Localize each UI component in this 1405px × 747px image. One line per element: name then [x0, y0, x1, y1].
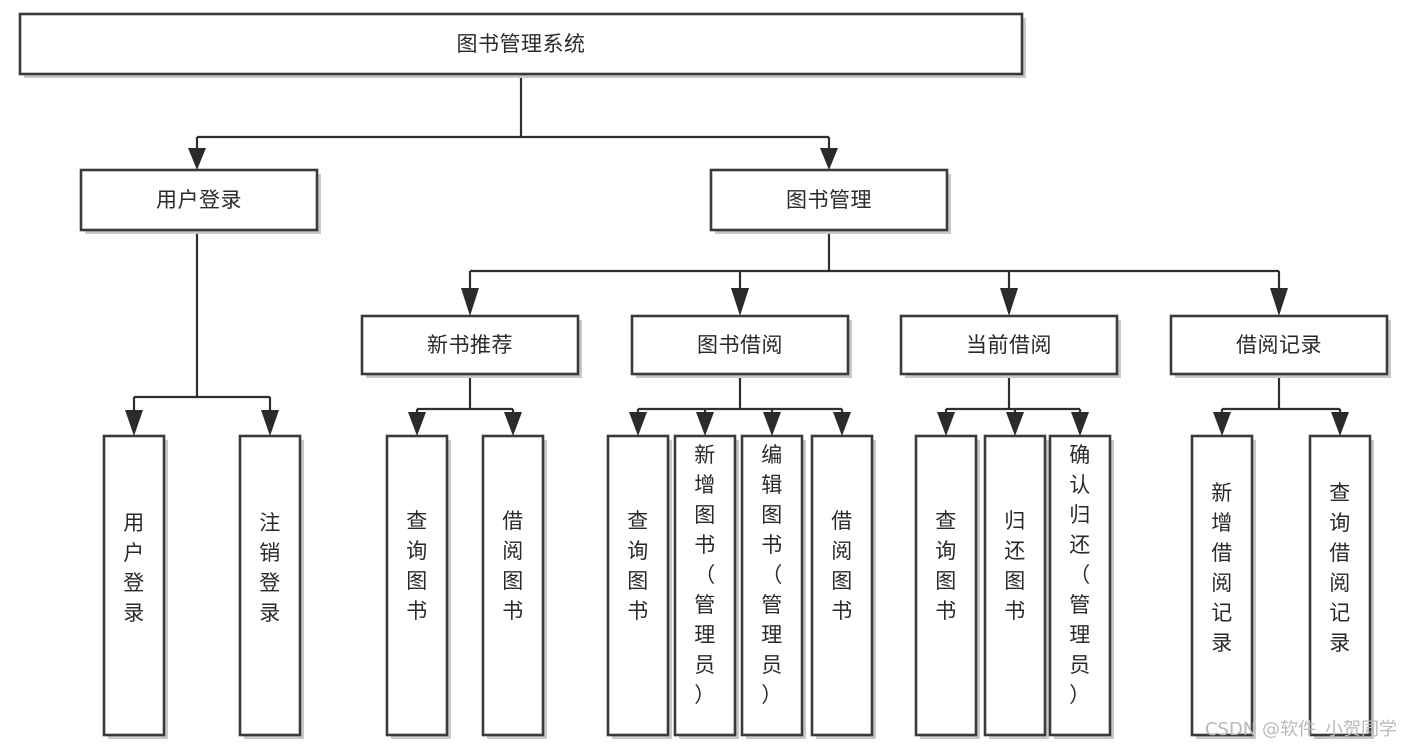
node-leaf-add-record[interactable]: 新增借阅记录	[1190, 434, 1256, 739]
leaf-query-book-3-box	[914, 434, 978, 737]
arrow-to-leaf-return-book	[1006, 412, 1024, 436]
arrow-to-book-borrow	[731, 288, 749, 316]
leaf-add-record-box	[1190, 434, 1254, 737]
leaf-query-record-label: 查询借阅记录	[1329, 481, 1351, 655]
current-borrow-box	[899, 314, 1119, 376]
node-leaf-add-book[interactable]: 新增图书（管理员）	[673, 434, 739, 739]
edge-layer	[125, 76, 1349, 436]
arrow-to-leaf-borrow-book-1	[504, 412, 522, 436]
root-label: 图书管理系统	[457, 32, 586, 56]
arrow-to-book-manage	[820, 148, 838, 170]
leaf-return-book-box	[983, 434, 1047, 737]
leaf-add-book-label: 新增图书（管理员）	[694, 443, 716, 707]
book-manage-label: 图书管理	[786, 188, 872, 212]
leaf-query-book-1-label: 查询图书	[406, 509, 428, 623]
book-borrow-box	[630, 314, 850, 376]
user-login-box	[79, 168, 319, 232]
node-leaf-borrow-book-1[interactable]: 借阅图书	[481, 434, 547, 739]
arrow-to-leaf-query-book-1	[408, 412, 426, 436]
leaf-borrow-book-1-label: 借阅图书	[502, 509, 524, 623]
arrow-to-leaf-edit-book	[763, 412, 781, 436]
node-root[interactable]: 图书管理系统	[18, 12, 1026, 78]
arrow-to-current-borrow	[1000, 288, 1018, 316]
leaf-borrow-book-1-box	[481, 434, 545, 737]
leaf-confirm-return-label: 确认归还（管理员）	[1069, 443, 1091, 707]
node-book-borrow[interactable]: 图书借阅	[630, 314, 852, 378]
arrow-to-leaf-query-record	[1331, 412, 1349, 436]
leaf-confirm-return-box	[1048, 434, 1112, 737]
leaf-logout-box	[238, 434, 302, 737]
new-book-rec-label: 新书推荐	[427, 333, 513, 357]
node-leaf-return-book[interactable]: 归还图书	[983, 434, 1049, 739]
node-leaf-query-book-1[interactable]: 查询图书	[385, 434, 451, 739]
book-borrow-label: 图书借阅	[697, 333, 783, 357]
arrow-to-user-login	[188, 148, 206, 170]
node-leaf-confirm-return[interactable]: 确认归还（管理员）	[1048, 434, 1114, 739]
leaf-user-login-box	[102, 434, 166, 737]
leaf-borrow-book-2-label: 借阅图书	[831, 509, 853, 623]
arrow-to-leaf-borrow-book-2	[833, 412, 851, 436]
borrow-record-box	[1169, 314, 1389, 376]
arrow-to-new-book-rec	[461, 288, 479, 316]
node-current-borrow[interactable]: 当前借阅	[899, 314, 1121, 378]
leaf-user-login-label: 用户登录	[123, 511, 145, 625]
arrow-to-leaf-user-login	[125, 410, 143, 436]
root-box	[18, 12, 1024, 76]
arrow-to-leaf-add-record	[1213, 412, 1231, 436]
borrow-record-label: 借阅记录	[1236, 333, 1322, 357]
current-borrow-label: 当前借阅	[966, 333, 1052, 357]
leaf-return-book-label: 归还图书	[1004, 509, 1026, 623]
node-book-manage[interactable]: 图书管理	[709, 168, 951, 234]
leaf-query-record-box	[1308, 434, 1372, 737]
book-manage-box	[709, 168, 949, 232]
node-leaf-query-book-2[interactable]: 查询图书	[606, 434, 672, 739]
leaf-query-book-1-box	[385, 434, 449, 737]
arrow-to-leaf-query-book-3	[937, 412, 955, 436]
leaf-add-book-box	[673, 434, 737, 737]
node-user-login[interactable]: 用户登录	[79, 168, 321, 234]
user-login-label: 用户登录	[156, 188, 242, 212]
node-leaf-query-book-3[interactable]: 查询图书	[914, 434, 980, 739]
node-leaf-user-login[interactable]: 用户登录	[102, 434, 168, 739]
node-leaf-edit-book[interactable]: 编辑图书（管理员）	[740, 434, 806, 739]
leaf-query-book-2-box	[606, 434, 670, 737]
node-leaf-logout[interactable]: 注销登录	[238, 434, 304, 739]
leaf-edit-book-label: 编辑图书（管理员）	[761, 443, 783, 707]
new-book-rec-box	[360, 314, 580, 376]
node-leaf-borrow-book-2[interactable]: 借阅图书	[810, 434, 876, 739]
leaf-add-record-label: 新增借阅记录	[1211, 481, 1233, 655]
leaf-logout-label: 注销登录	[259, 511, 281, 625]
arrow-to-leaf-confirm-return	[1071, 412, 1089, 436]
arrow-to-borrow-record	[1270, 288, 1288, 316]
arrow-to-leaf-query-book-2	[629, 412, 647, 436]
leaf-layer: 用户登录 注销登录 查询图书 借阅图书 查询图书	[102, 434, 1374, 739]
arrow-to-leaf-add-book	[696, 412, 714, 436]
arrow-to-leaf-logout	[261, 410, 279, 436]
node-borrow-record[interactable]: 借阅记录	[1169, 314, 1391, 378]
node-new-book-rec[interactable]: 新书推荐	[360, 314, 582, 378]
node-leaf-query-record[interactable]: 查询借阅记录	[1308, 434, 1374, 739]
leaf-query-book-3-label: 查询图书	[935, 509, 957, 623]
leaf-query-book-2-label: 查询图书	[627, 509, 649, 623]
leaf-borrow-book-2-box	[810, 434, 874, 737]
leaf-edit-book-box	[740, 434, 804, 737]
